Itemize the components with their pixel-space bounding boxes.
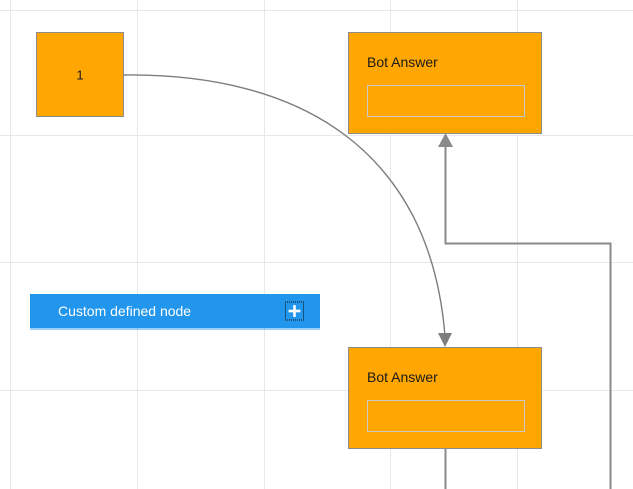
node-title: Bot Answer (367, 369, 438, 385)
node-bot-answer-top[interactable]: Bot Answer (348, 32, 542, 134)
node-answer-field[interactable] (367, 85, 525, 117)
node-bot-answer-bottom[interactable]: Bot Answer (348, 347, 542, 449)
node-1-label: 1 (76, 67, 84, 82)
edge-curve[interactable] (123, 74, 452, 347)
edge-orthogonal[interactable] (438, 133, 612, 489)
node-answer-field[interactable] (367, 400, 525, 432)
custom-defined-node-chip[interactable]: Custom defined node (30, 294, 320, 328)
node-1[interactable]: 1 (36, 32, 124, 117)
plus-icon[interactable] (285, 301, 304, 321)
chip-label: Custom defined node (58, 303, 192, 319)
node-title: Bot Answer (367, 54, 438, 70)
